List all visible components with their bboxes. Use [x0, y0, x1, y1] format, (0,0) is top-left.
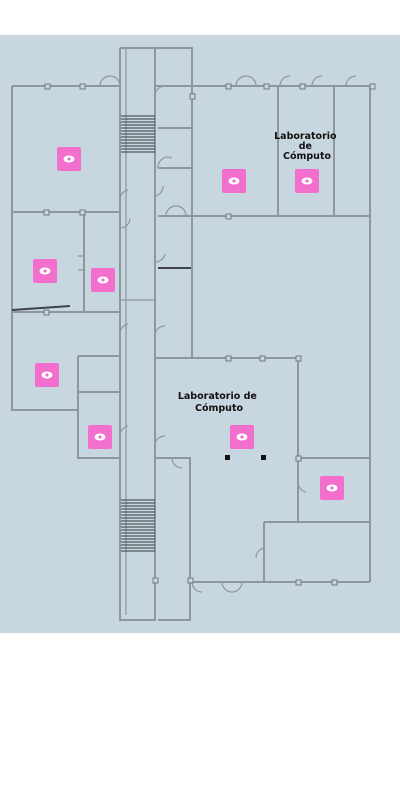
room-label-lab-computo-top: Laboratorio de Cómputo [274, 131, 340, 162]
eye-icon [39, 267, 51, 275]
view-markers[interactable] [33, 147, 344, 500]
label-line: Cómputo [283, 151, 332, 162]
marker-lab-computo-top[interactable] [295, 169, 319, 193]
column-posts [43, 83, 376, 586]
label-line: Laboratorio [274, 131, 337, 142]
room-label-lab-computo-center: Laboratorio de Cómputo [178, 391, 260, 414]
pillars [225, 455, 266, 460]
label-line: de [299, 141, 312, 152]
marker-small-lower-room[interactable] [88, 425, 112, 449]
eye-icon [41, 371, 53, 379]
marker-right-lower-room[interactable] [320, 476, 344, 500]
marker-upper-middle-room[interactable] [222, 169, 246, 193]
eye-icon [236, 433, 248, 441]
eye-icon [97, 276, 109, 284]
label-line: Cómputo [195, 403, 244, 414]
stairs [121, 115, 155, 552]
eye-icon [326, 484, 338, 492]
label-line: Laboratorio de [178, 391, 257, 402]
marker-left-middle-room[interactable] [33, 259, 57, 283]
marker-lab-computo-center[interactable] [230, 425, 254, 449]
doors [99, 75, 357, 593]
stairs-bottom [121, 499, 155, 552]
marker-small-center-room[interactable] [91, 268, 115, 292]
marker-left-lower-room[interactable] [35, 363, 59, 387]
marker-top-left-room[interactable] [57, 147, 81, 171]
eye-icon [301, 177, 313, 185]
room-labels: Laboratorio de Cómputo Laboratorio de Có… [178, 131, 340, 414]
eye-icon [63, 155, 75, 163]
stairs-top [121, 115, 155, 153]
eye-icon [94, 433, 106, 441]
eye-icon [228, 177, 240, 185]
map-background [0, 35, 400, 633]
